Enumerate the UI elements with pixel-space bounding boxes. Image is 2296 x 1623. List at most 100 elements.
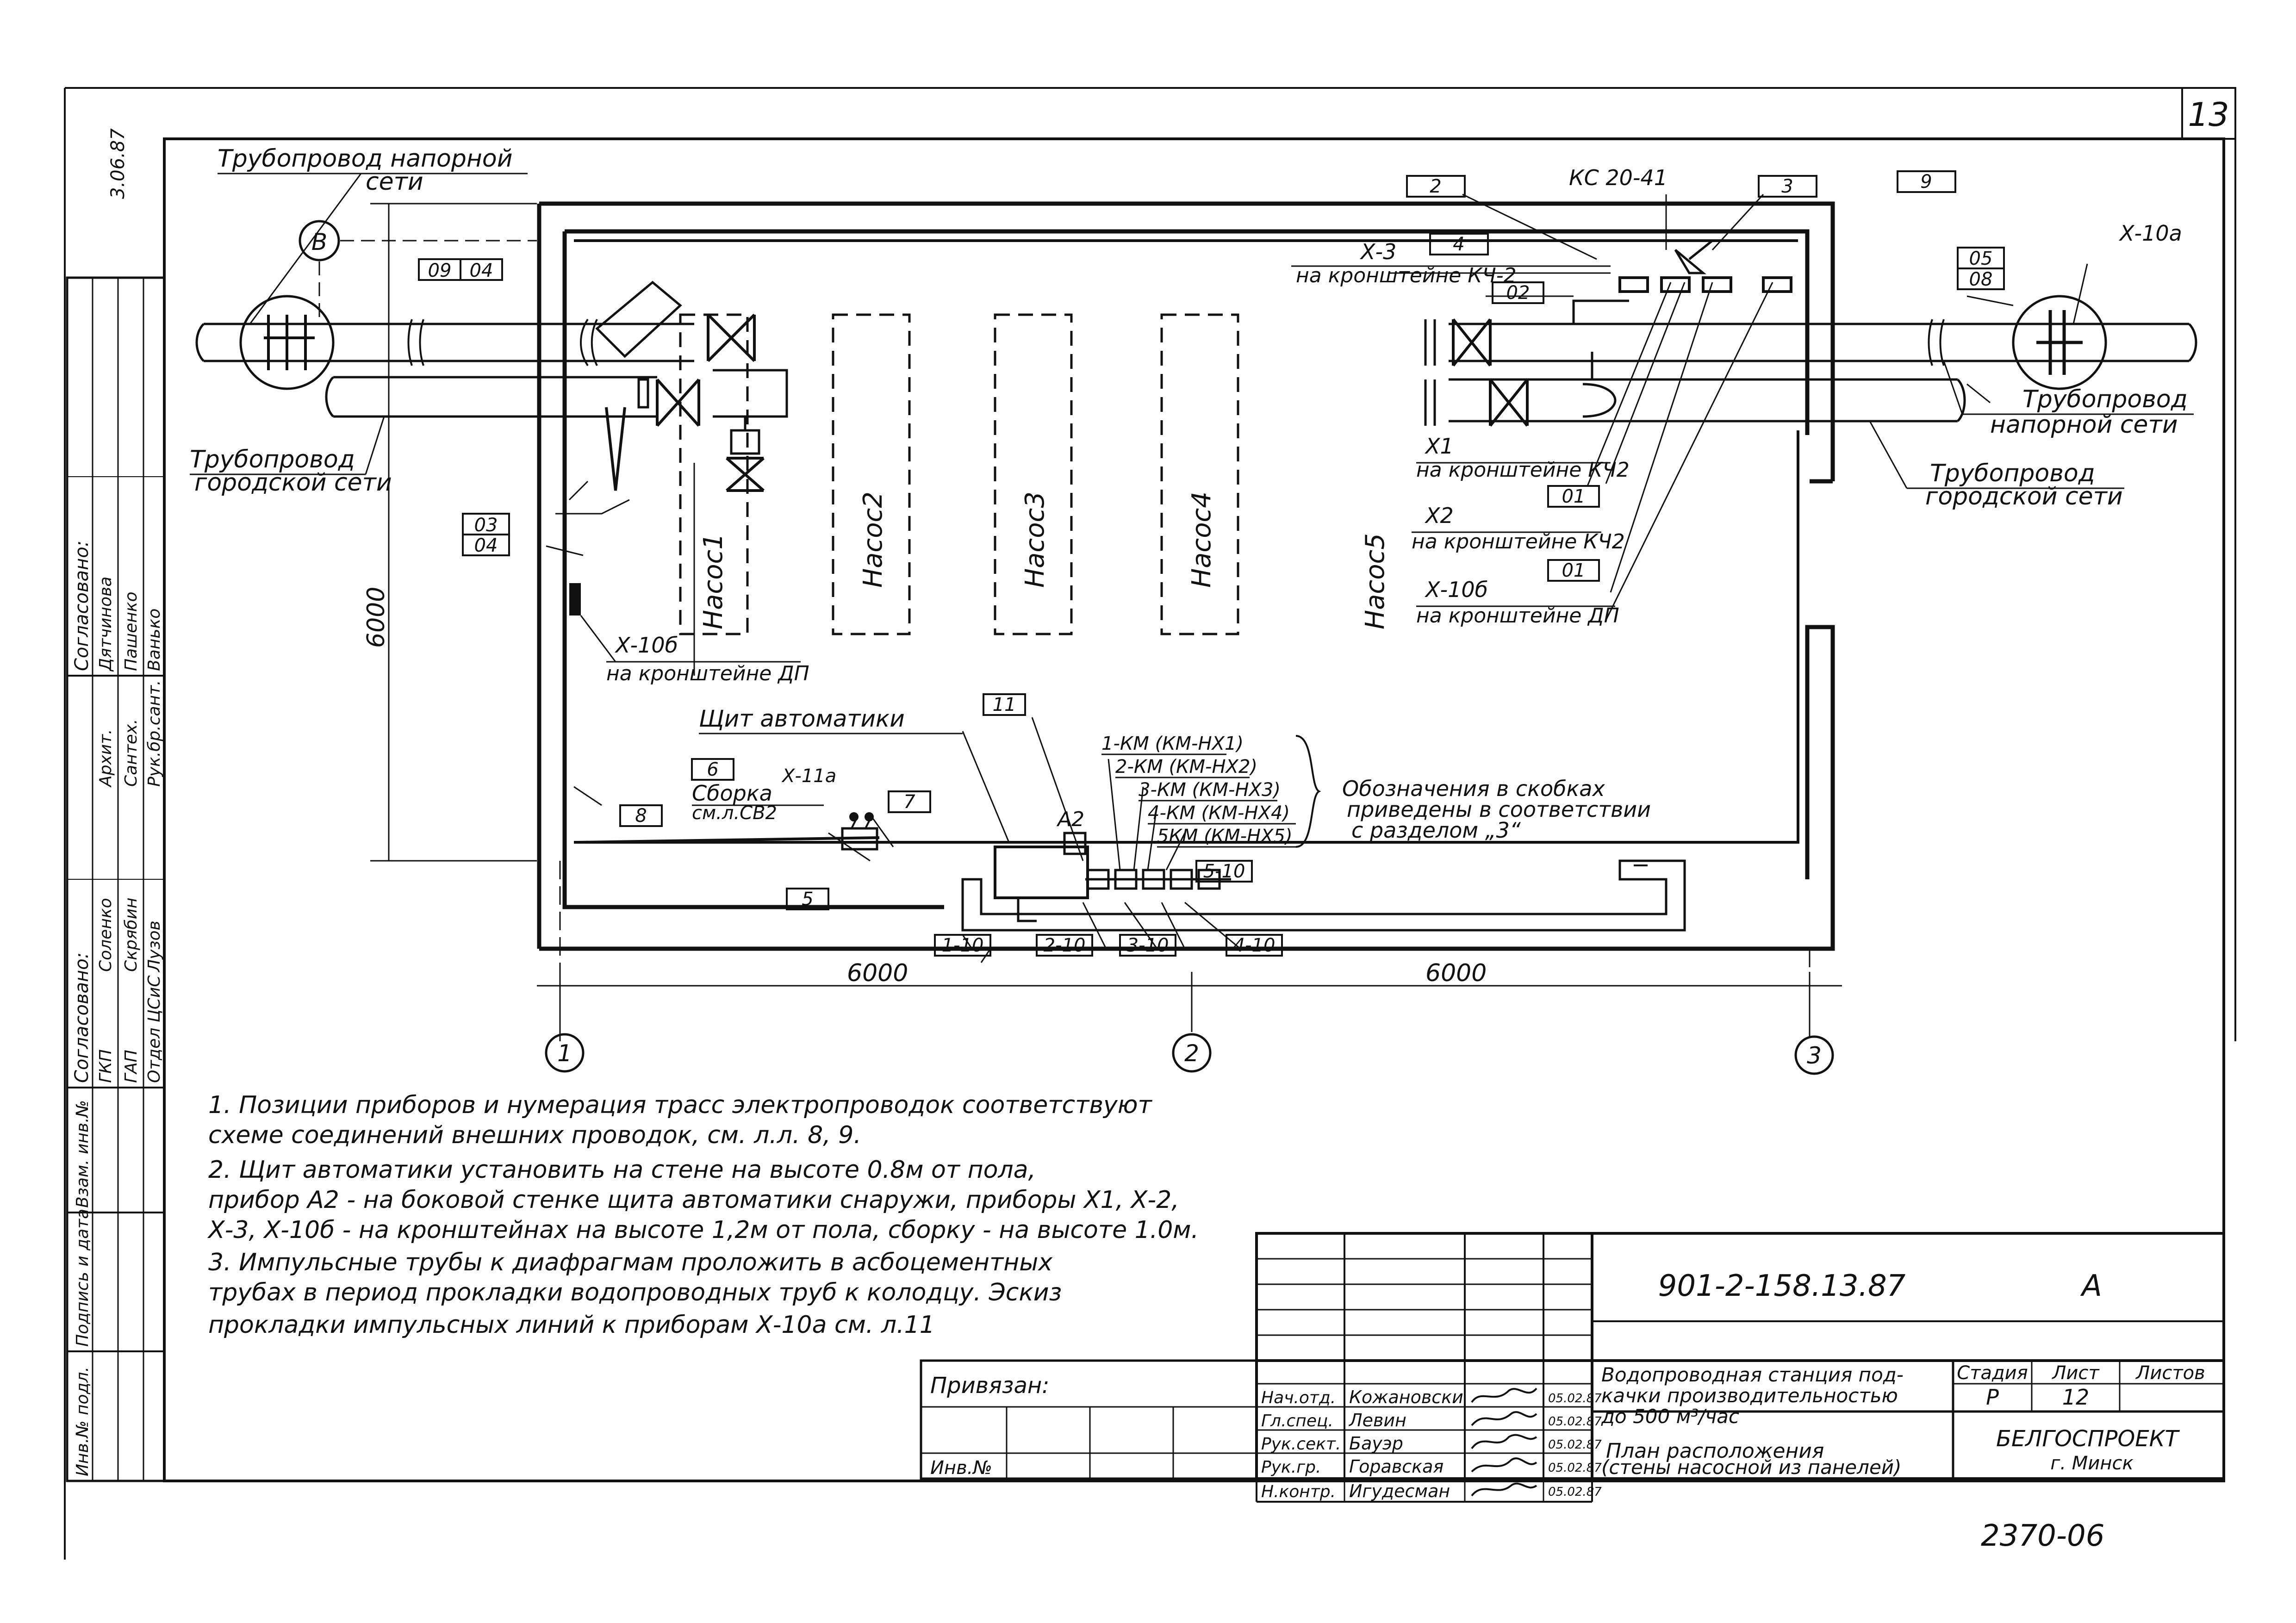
label-x3-bracket: на кронштейне КЧ-2 [1296, 264, 1517, 287]
tag-02: 02 [1506, 282, 1530, 304]
dim-height: 6000 [362, 587, 390, 648]
approval2-row-3: Ванько [145, 609, 164, 671]
label-km3: 3-КМ (КМ-НХ3) [1139, 779, 1281, 801]
dim-span-1: 6000 [847, 959, 908, 987]
note-line: Х-3, Х-10б - на кронштейнах на высоте 1,… [207, 1216, 1199, 1244]
label-km5: 5КМ (КМ-НХ5) [1157, 826, 1293, 847]
building-plan [537, 201, 1835, 951]
staff-date: 05.02.87 [1548, 1461, 1602, 1475]
pump-label: Насос1 [698, 533, 728, 629]
label-panel: Щит автоматики [699, 705, 905, 732]
label-a2: А2 [1056, 808, 1084, 831]
tag-6: 6 [707, 759, 718, 780]
pump-label: Насос4 [1187, 491, 1217, 588]
axis-2-marker [1172, 1033, 1212, 1073]
label-x10b: Х-10б [1425, 577, 1488, 602]
pipe-label-pressure-left: Трубопровод напорной [218, 145, 512, 173]
cable-routes [546, 193, 2088, 963]
pipe-label-city-right-2: городской сети [1925, 483, 2123, 510]
notes: 1. Позиции приборов и нумерация трасс эл… [207, 1091, 1199, 1339]
staff-role: Гл.спец. [1261, 1412, 1333, 1430]
tag-2-10: 2-10 [1044, 935, 1086, 956]
pipe-label-pressure-right: Трубопровод [2022, 386, 2188, 413]
project-title-1: Водопроводная станция под- [1601, 1363, 1904, 1386]
sheets-header: Листов [2135, 1362, 2205, 1384]
pipes-right [1424, 240, 2197, 427]
tag-4-10: 4-10 [1233, 935, 1276, 956]
tag-5-10: 5-10 [1203, 861, 1245, 882]
pipe-label-city-right: Трубопровод [1930, 460, 2095, 487]
approval-row-2-name: Скрябин [122, 897, 141, 972]
side-mark: 3.06.87 [107, 128, 129, 199]
pipe-label-pressure-right-2: напорной сети [1990, 411, 2178, 439]
staff-date: 05.02.87 [1548, 1438, 1602, 1452]
note-line: 3. Импульсные трубы к диафрагмам проложи… [208, 1249, 1053, 1276]
album-mark: А [2080, 1269, 2102, 1303]
dim-span-2: 6000 [1425, 959, 1487, 987]
staff-name: Бауэр [1349, 1433, 1403, 1454]
label-km4: 4-КМ (КМ-НХ4) [1148, 802, 1290, 824]
inventory-col-3: Взам. инв.№ [73, 1100, 92, 1208]
pump-outlines: Насос1 Насос2 Насос3 Насос4 Насос5 [679, 313, 1390, 635]
label-x3: Х-3 [1360, 239, 1396, 264]
bracket-note-1: Обозначения в скобках [1342, 776, 1605, 801]
staff-role: Н.контр. [1261, 1482, 1336, 1501]
approval2-row-3-role: Рук.бр.сант. [145, 680, 164, 787]
axis-1-label: 1 [557, 1040, 572, 1067]
stage-header: Стадия [1957, 1362, 2028, 1384]
left-stamp-strip: Согласовано: Дятчинова Архит. Пашенко Са… [66, 276, 166, 1482]
well-left [239, 295, 335, 390]
staff-name: Игудесман [1349, 1481, 1450, 1501]
well-right [2012, 295, 2107, 390]
tag-9: 9 [1920, 171, 1932, 193]
staff-name: Горавская [1349, 1456, 1444, 1477]
note-line: прибор А2 - на боковой стенке щита автом… [208, 1186, 1179, 1214]
tag-11: 11 [993, 694, 1016, 715]
note-line: 2. Щит автоматики установить на стене на… [208, 1156, 1036, 1184]
sheet-title-2: (стены насосной из панелей) [1601, 1456, 1901, 1479]
label-assembly-ref: см.л.СВ2 [692, 802, 777, 824]
bracket-note-3: с разделом „3“ [1351, 818, 1521, 843]
project-title-2: качки производительностью [1601, 1384, 1898, 1407]
label-x10b-bracket: на кронштейне ДП [1416, 604, 1619, 628]
label-km1: 1-КМ (КМ-НХ1) [1101, 733, 1244, 754]
tied-label: Привязан: [930, 1373, 1049, 1399]
tag-01: 01 [1562, 560, 1586, 581]
bracket-note-2: приведены в соответствии [1347, 797, 1651, 822]
staff-date: 05.02.87 [1548, 1415, 1602, 1429]
pump-label: Насос3 [1020, 491, 1050, 588]
drawing-code: 901-2-158.13.87 [1658, 1269, 1906, 1303]
pump-label: Насос2 [858, 491, 888, 588]
axis-3-label: 3 [1807, 1042, 1822, 1069]
label-x10b-left: Х-10б [615, 633, 678, 658]
organization-city: г. Минск [2050, 1453, 2133, 1474]
tag-01: 01 [1562, 486, 1586, 507]
note-line: 1. Позиции приборов и нумерация трасс эл… [208, 1091, 1153, 1119]
tag-8: 8 [635, 805, 647, 827]
staff-name: Левин [1348, 1410, 1406, 1430]
inventory-col-2: Подпись и дата [73, 1209, 92, 1347]
staff-role: Рук.гр. [1261, 1458, 1321, 1477]
label-x1: Х1 [1425, 434, 1454, 459]
tag-7: 7 [903, 791, 915, 813]
axis-b-marker [299, 220, 340, 261]
sheet-number: 12 [2062, 1385, 2090, 1410]
staff-role: Нач.отд. [1261, 1388, 1336, 1407]
staff-date: 05.02.87 [1548, 1392, 1602, 1405]
tag-4: 4 [1453, 234, 1464, 255]
note-line: трубах в период прокладки водопроводных … [208, 1279, 1062, 1306]
inventory-number-label: Инв.№ [930, 1457, 992, 1479]
tag-04: 04 [474, 535, 498, 556]
approval-row-1-name: Соленко [96, 898, 115, 972]
label-x10b-left-bracket: на кронштейне ДП [606, 662, 809, 685]
staff-role: Рук.сект. [1261, 1435, 1341, 1454]
label-x10a: Х-10а [2119, 221, 2182, 246]
title-block: 901-2-158.13.87 А Водопроводная станция … [920, 1232, 2225, 1503]
pipe-label-city-left-2: городской сети [194, 469, 392, 497]
tag-03: 03 [474, 515, 498, 536]
label-x1-bracket: на кронштейне КЧ2 [1416, 458, 1630, 482]
pipes-left: В [195, 220, 788, 492]
inventory-col-1: Инв.№ подл. [73, 1367, 92, 1476]
tag-2: 2 [1430, 176, 1441, 197]
